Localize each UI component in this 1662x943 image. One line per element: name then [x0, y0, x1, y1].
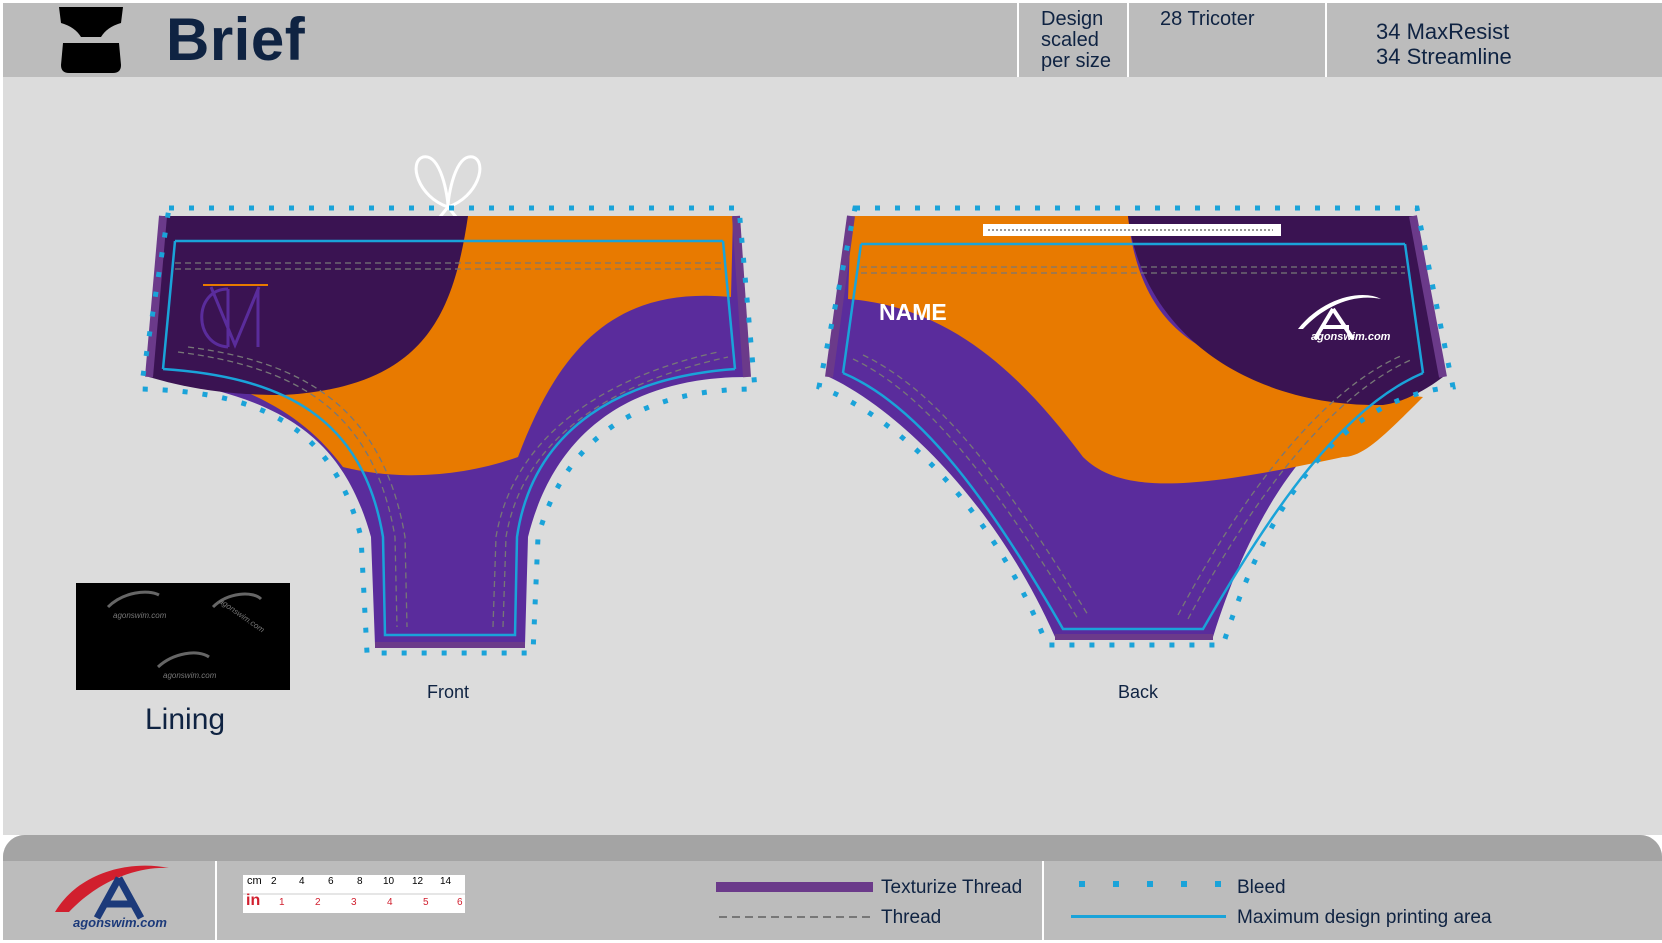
ruler-cm-tick: 12 [412, 876, 424, 887]
front-brief-view [138, 155, 758, 656]
bleed-swatch [1079, 881, 1227, 887]
back-label: Back [1118, 682, 1159, 702]
ruler-in-tick: 1 [279, 897, 285, 908]
materials-list: 34 MaxResist 34 Streamline [1376, 19, 1512, 69]
back-logo-text: agonswim.com [1311, 331, 1391, 343]
header-bar: Brief Design scaled per size 28 Tricoter… [3, 3, 1662, 77]
page-title: Brief [166, 6, 306, 73]
footer-divider [215, 861, 217, 940]
fabric-label: 28 Tricoter [1160, 8, 1255, 30]
ruler-in-tick: 5 [423, 897, 429, 908]
front-label: Front [427, 682, 470, 702]
lining-label: Lining [145, 703, 226, 736]
ruler-cm-label: cm [247, 875, 262, 887]
ruler-in-tick: 3 [351, 897, 357, 908]
lining-logo-text: agonswim.com [163, 671, 217, 680]
ruler-in-tick: 6 [457, 897, 463, 908]
agon-logo-icon [1298, 294, 1381, 341]
name-placeholder: NAME [879, 299, 947, 325]
lining-logo-text: agonswim.com [113, 611, 167, 620]
ruler-in-tick: 4 [387, 897, 393, 908]
design-scaled-note: Design scaled per size [1041, 8, 1112, 72]
max-print-label: Maximum design printing area [1237, 907, 1492, 928]
design-canvas: NAME agonswim.com Front Back agonswim.co… [3, 77, 1662, 835]
thread-label: Thread [881, 907, 942, 928]
header-divider [1325, 3, 1327, 77]
ruler-in-label: in [246, 892, 261, 909]
header-divider [1127, 3, 1129, 77]
measurement-ruler: cm in 2 4 6 8 10 12 14 1 2 3 4 5 6 [243, 875, 465, 913]
ruler-cm-tick: 6 [328, 876, 334, 887]
header-divider [1017, 3, 1019, 77]
back-brief-view [816, 205, 1456, 648]
footer-divider [1042, 861, 1044, 940]
texturize-thread-swatch [716, 882, 873, 892]
ruler-cm-tick: 10 [383, 876, 395, 887]
lining-logo-icon [106, 590, 263, 669]
agon-brand-logo-icon [55, 865, 169, 920]
brief-silhouette-icon [59, 7, 123, 73]
ruler-cm-tick: 8 [357, 876, 363, 887]
ruler-cm-tick: 2 [271, 876, 277, 887]
ruler-cm-tick: 4 [299, 876, 305, 887]
bleed-label: Bleed [1237, 877, 1286, 898]
thread-swatch [719, 916, 875, 918]
max-print-swatch [1071, 915, 1226, 918]
texturize-thread-label: Texturize Thread [881, 877, 1023, 898]
footer-bar: agonswim.com cm in 2 4 6 8 10 12 14 1 2 … [3, 835, 1662, 940]
ruler-cm-tick: 14 [440, 876, 452, 887]
ruler-in-tick: 2 [315, 897, 321, 908]
footer-band [3, 835, 1662, 861]
brand-text: agonswim.com [73, 915, 167, 930]
lining-swatch [76, 583, 290, 690]
club-crest-logo [200, 284, 268, 349]
